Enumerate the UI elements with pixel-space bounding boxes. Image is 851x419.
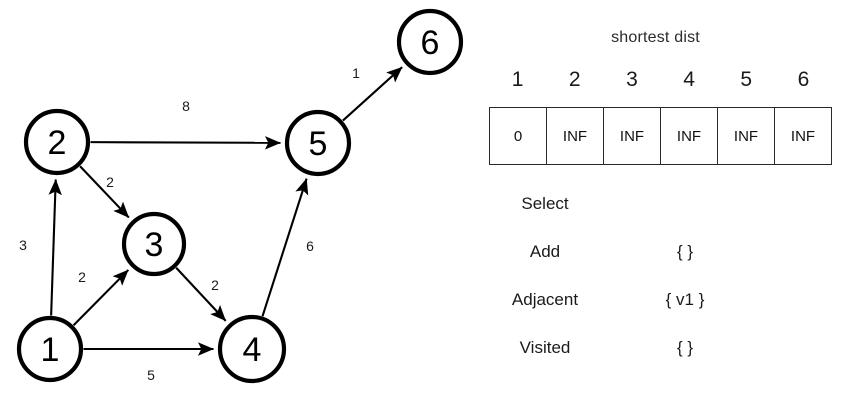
dist-cell-5: INF: [718, 108, 775, 164]
page-title: shortest dist: [611, 29, 700, 46]
distance-column-headers: 1 2 3 4 5 6: [489, 68, 832, 92]
graph-node-v3[interactable]: 3: [121, 211, 187, 277]
state-label-adjacent: Adjacent: [511, 290, 579, 309]
node-circle-v2[interactable]: [23, 108, 91, 176]
nodes-layer: 1 2 3 4 5 6: [16, 8, 464, 384]
edge-weights-layer: 3 2 5 2 8 2 6 1: [19, 65, 360, 383]
node-label-v4: 4: [243, 331, 262, 369]
graph-node-v2[interactable]: 2: [23, 108, 91, 176]
state-value-visited: { }: [676, 338, 694, 357]
node-label-v5: 5: [309, 125, 328, 163]
dist-column-header-6: 6: [797, 68, 810, 91]
state-label-select: Select: [521, 194, 569, 213]
edge-v1-to-v3: [72, 269, 130, 326]
edge-weight-v4-v5: 6: [306, 238, 314, 254]
graph-node-v1[interactable]: 1: [16, 315, 84, 383]
node-circle-v5[interactable]: [284, 109, 352, 177]
dist-cell-1: 0: [490, 108, 547, 164]
edge-v5-to-v6: [342, 66, 403, 122]
edge-weight-v1-v2: 3: [19, 237, 27, 253]
edge-v3-to-v4: [175, 267, 227, 322]
edge-weight-v1-v4: 5: [147, 367, 155, 383]
edge-v2-to-v3: [79, 165, 130, 219]
state-label-add: Add: [529, 242, 561, 261]
dist-cell-2: INF: [547, 108, 604, 164]
node-label-v1: 1: [41, 331, 60, 369]
dist-column-header-3: 3: [626, 68, 638, 91]
edges-layer: [48, 66, 403, 356]
dist-column-header-5: 5: [740, 68, 753, 91]
dist-column-header-2: 2: [568, 68, 581, 91]
node-label-v2: 2: [48, 124, 67, 162]
node-circle-v4[interactable]: [217, 314, 287, 384]
node-label-v6: 6: [421, 24, 440, 62]
state-row-add: Add { }: [470, 236, 841, 284]
state-row-adjacent: Adjacent { v1 }: [470, 284, 841, 332]
dist-cell-4: INF: [661, 108, 718, 164]
edge-v1-to-v2: [48, 179, 62, 316]
edge-weight-v2-v3: 2: [106, 174, 114, 190]
graph-node-v6[interactable]: 6: [396, 8, 464, 76]
node-circle-v6[interactable]: [396, 8, 464, 76]
node-label-v3: 3: [145, 226, 164, 264]
dist-cell-6: INF: [790, 127, 816, 145]
state-row-visited: Visited { }: [470, 332, 841, 380]
graph-diagram: 1 2 3 4 5 6 3 2 5 2 8 2 6 1: [16, 8, 464, 384]
edge-v2-to-v5: [90, 136, 281, 150]
edge-weight-v3-v4: 2: [211, 277, 219, 293]
dist-cell-3: INF: [604, 108, 661, 164]
dist-column-header-4: 4: [683, 68, 695, 91]
dist-column-header-1: 1: [511, 68, 524, 91]
edge-weight-v1-v3: 2: [78, 269, 86, 285]
state-value-add: { }: [676, 242, 694, 261]
node-circle-v3[interactable]: [121, 211, 187, 277]
edge-weight-v5-v6: 1: [352, 65, 360, 81]
edge-weight-v2-v5: 8: [182, 98, 190, 114]
graph-node-v4[interactable]: 4: [217, 314, 287, 384]
graph-node-v5[interactable]: 5: [284, 109, 352, 177]
state-row-select: Select: [470, 188, 841, 236]
state-value-adjacent: { v1 }: [665, 290, 705, 309]
node-circle-v1[interactable]: [16, 315, 84, 383]
state-label-visited: Visited: [519, 338, 571, 357]
edge-v4-to-v5: [261, 178, 309, 317]
